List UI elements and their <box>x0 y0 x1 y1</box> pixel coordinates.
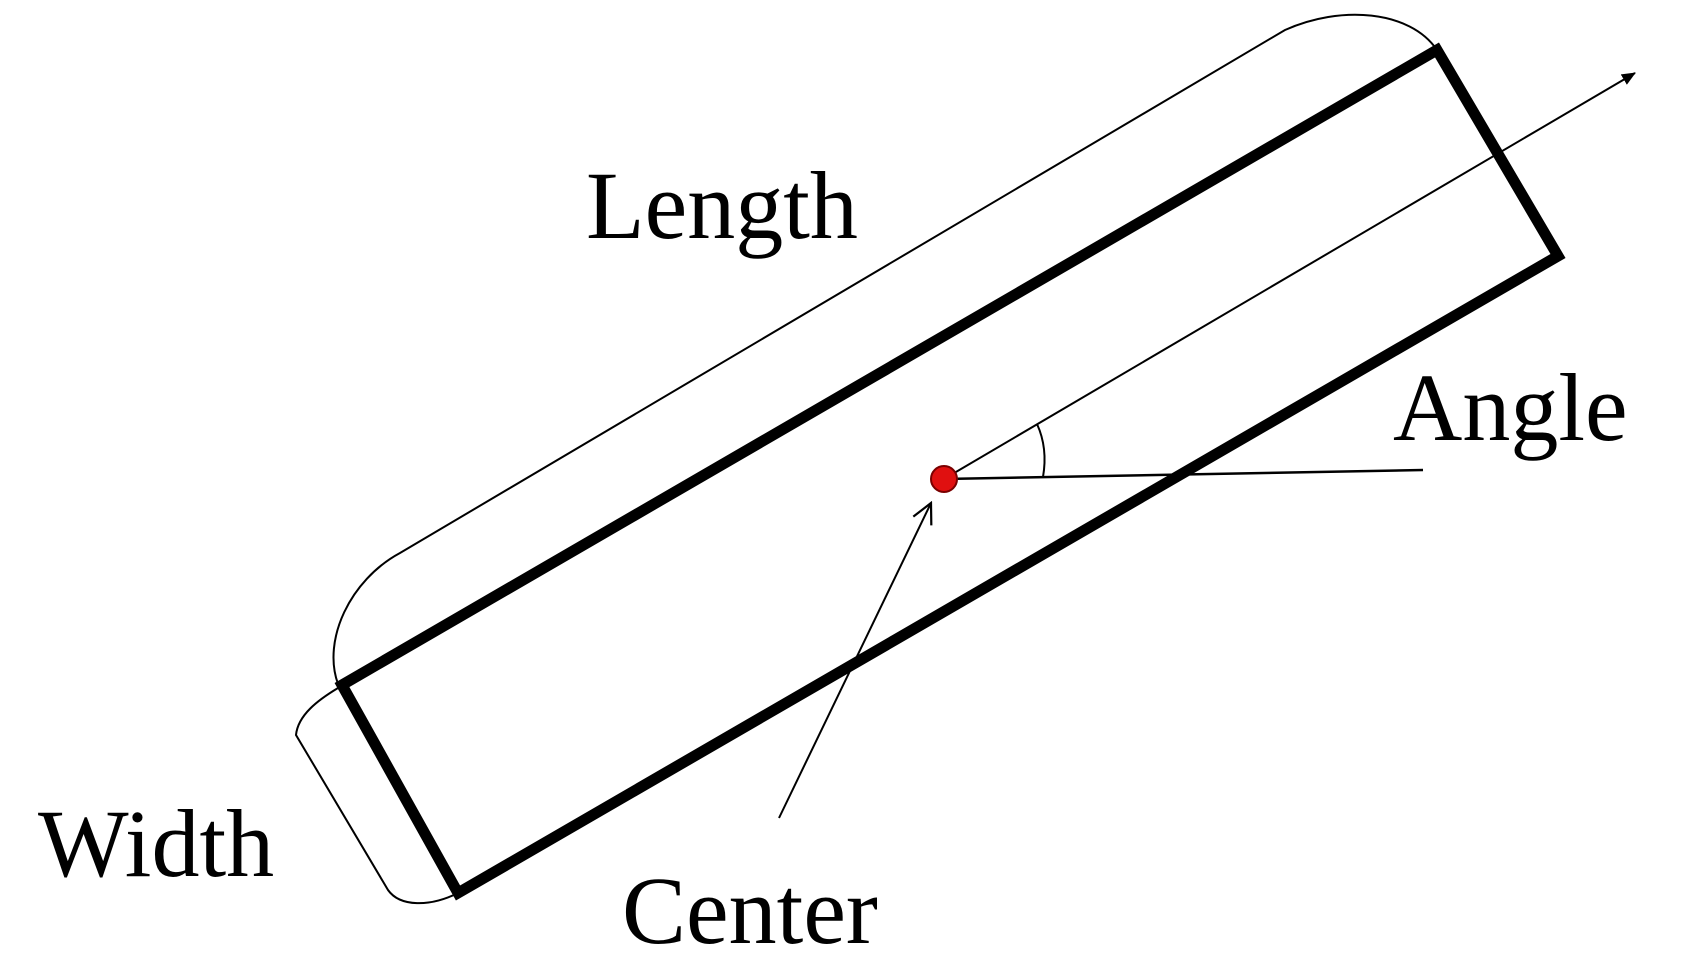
length-label: Length <box>586 152 858 259</box>
heading-arrow <box>943 72 1636 480</box>
center-point <box>930 465 958 493</box>
width-label: Width <box>38 790 274 897</box>
center-label: Center <box>622 857 878 964</box>
center-pointer-arrow <box>778 503 931 819</box>
rotated-rectangle <box>334 42 1566 901</box>
angle-label: Angle <box>1393 354 1628 461</box>
width-brace <box>294 687 459 905</box>
horizontal-reference-line <box>943 468 1424 481</box>
angle-arc <box>1036 423 1046 478</box>
length-brace <box>332 13 1438 685</box>
